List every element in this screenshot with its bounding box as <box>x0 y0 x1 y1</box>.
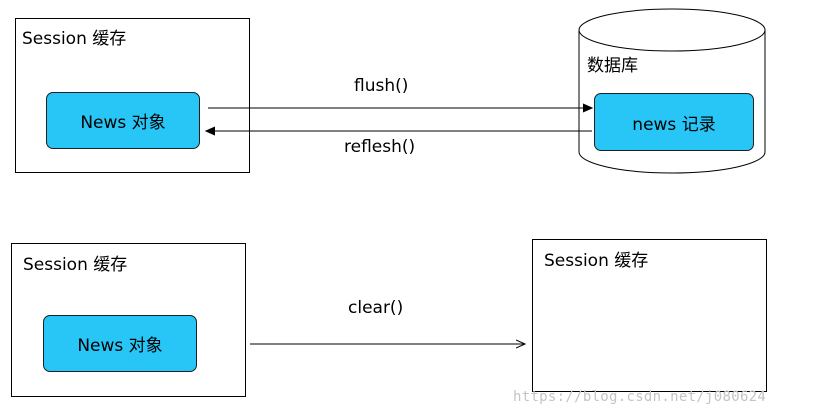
session-cache-title-before-clear: Session 缓存 <box>23 255 128 275</box>
clear-label: clear() <box>348 298 404 318</box>
session-cache-title-top: Session 缓存 <box>22 29 127 49</box>
database-title: 数据库 <box>587 56 638 76</box>
news-object-box-top: News 对象 <box>46 92 200 149</box>
flush-label: flush() <box>354 76 409 96</box>
watermark-url: https://blog.csdn.net/j080624 <box>513 389 767 405</box>
session-cache-title-after-clear: Session 缓存 <box>544 251 649 271</box>
news-object-box-bottom: News 对象 <box>43 315 197 372</box>
news-record-box: news 记录 <box>594 93 754 151</box>
refresh-label: reflesh() <box>344 137 416 157</box>
session-cache-panel-after-clear: Session 缓存 <box>532 239 767 392</box>
